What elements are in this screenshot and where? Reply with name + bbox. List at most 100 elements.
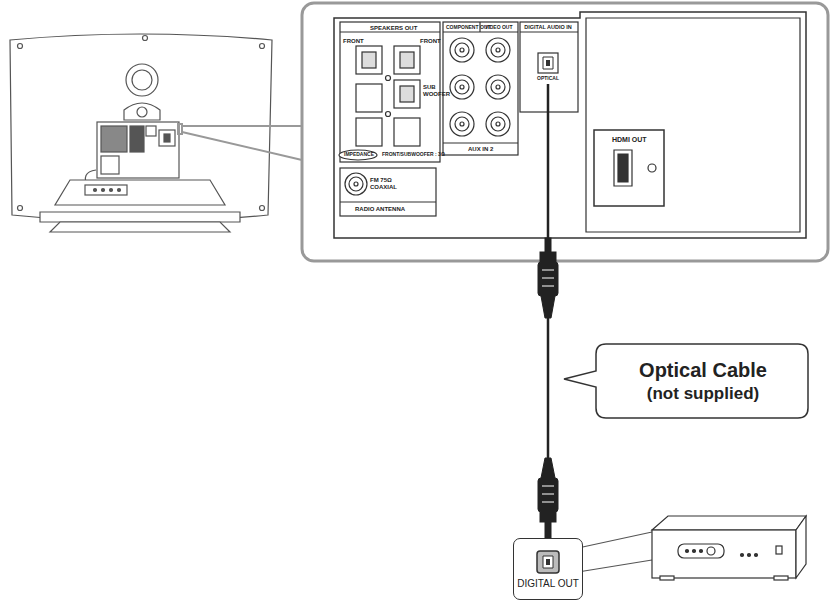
drawing-stroke xyxy=(578,560,652,572)
drawing-stroke xyxy=(40,212,240,222)
drawing-stroke xyxy=(542,486,554,487)
drawing-stroke xyxy=(542,286,554,287)
drawing-stroke xyxy=(586,18,800,232)
drawing-stroke xyxy=(546,60,550,66)
drawing-stroke xyxy=(354,182,358,186)
panel-label: SUB WOOFER xyxy=(423,84,439,97)
drawing-stroke xyxy=(260,206,265,211)
panel-label: VIDEO OUT xyxy=(485,25,513,31)
drawing-stroke xyxy=(491,117,505,131)
drawing-stroke xyxy=(486,75,510,99)
optical-input: DIGITAL AUDIO INOPTICAL xyxy=(520,22,576,81)
optical-output: DIGITAL OUT xyxy=(513,538,583,600)
drawing-stroke xyxy=(578,532,652,548)
drawing-stroke xyxy=(700,550,703,553)
drawing-stroke xyxy=(774,576,788,580)
drawing-stroke xyxy=(394,46,420,74)
drawing-stroke xyxy=(110,189,113,192)
drawing-stroke xyxy=(491,80,505,94)
drawing-stroke xyxy=(345,173,367,195)
zoom-frame xyxy=(302,3,828,261)
rear-panel xyxy=(334,12,806,238)
drawing-stroke xyxy=(542,502,554,503)
drawing-stroke xyxy=(545,238,551,252)
drawing-stroke xyxy=(538,262,558,296)
drawing-stroke xyxy=(400,52,414,68)
drawing-stroke xyxy=(340,201,436,202)
callout-heading: Optical Cable xyxy=(639,359,767,382)
drawing-stroke xyxy=(356,118,382,146)
drawing-stroke xyxy=(693,550,696,553)
drawing-stroke xyxy=(400,86,414,102)
drawing-stroke xyxy=(594,130,664,206)
antenna-jack xyxy=(345,173,367,195)
source-device xyxy=(578,516,806,580)
speaker-terminals xyxy=(339,46,420,160)
panel-label: FRONT/SUBWOOFER : 3Ω xyxy=(382,152,445,158)
drawing-stroke xyxy=(542,278,554,279)
drawing-stroke xyxy=(648,164,656,172)
drawing-stroke xyxy=(386,112,391,117)
optical-jack xyxy=(535,549,561,575)
drawing-stroke xyxy=(460,122,464,126)
drawing-stroke xyxy=(652,516,806,530)
drawing-stroke xyxy=(741,554,744,557)
hdmi-port xyxy=(614,150,656,186)
drawing-stroke xyxy=(124,103,160,120)
panel-label: COMPONENT OUT xyxy=(446,25,490,31)
drawing-stroke xyxy=(340,22,440,162)
drawing-stroke xyxy=(776,546,782,554)
rca-jacks xyxy=(450,38,510,136)
drawing-stroke xyxy=(707,547,715,555)
drawing-stroke xyxy=(394,118,420,146)
panel-label: FM 75Ω COAXIAL xyxy=(370,177,400,190)
port-label: HDMI OUT xyxy=(612,136,647,144)
panel-label: AUX IN 2 xyxy=(468,146,493,153)
drawing-stroke xyxy=(542,270,554,271)
drawing-stroke xyxy=(796,516,806,578)
drawing-stroke xyxy=(496,122,500,126)
drawing-stroke xyxy=(460,48,464,52)
drawing-stroke xyxy=(540,252,556,262)
drawing-stroke xyxy=(540,512,556,522)
drawing-stroke xyxy=(356,46,382,74)
optical-jack xyxy=(537,52,559,74)
drawing-stroke xyxy=(455,43,469,57)
drawing-stroke xyxy=(455,80,469,94)
drawing-stroke xyxy=(538,53,558,73)
drawing-stroke xyxy=(520,31,578,32)
drawing-stroke xyxy=(496,85,500,89)
drawing-stroke xyxy=(450,112,474,136)
drawing-stroke xyxy=(614,150,632,186)
drawing-stroke xyxy=(460,85,464,89)
drawing-stroke xyxy=(118,189,121,192)
drawing-stroke xyxy=(340,168,436,216)
drawing-stroke xyxy=(85,185,127,195)
drawing-stroke xyxy=(537,551,559,573)
drawing-stroke xyxy=(660,576,674,580)
panel-label: FRONT xyxy=(420,38,441,45)
drawing-stroke xyxy=(97,122,179,178)
drawing-stroke xyxy=(546,559,550,565)
drawing-stroke xyxy=(182,125,302,127)
callout-note: (not supplied) xyxy=(647,384,759,404)
drawing-stroke xyxy=(652,530,796,578)
drawing-stroke xyxy=(260,44,265,49)
drawing-stroke xyxy=(755,554,758,557)
panel-label: RADIO ANTENNA xyxy=(355,206,405,213)
drawing-stroke xyxy=(178,124,182,134)
port-label: DIGITAL OUT xyxy=(517,578,579,589)
drawing-stroke xyxy=(137,107,147,117)
drawing-stroke xyxy=(94,189,97,192)
drawing-stroke xyxy=(486,112,510,136)
drawing-stroke xyxy=(18,44,23,49)
drawing-stroke xyxy=(455,117,469,131)
drawing-stroke xyxy=(334,12,806,238)
port-heading: DIGITAL AUDIO IN xyxy=(524,22,572,30)
drawing-stroke xyxy=(143,36,148,41)
drawing-stroke xyxy=(748,554,751,557)
drawing-stroke xyxy=(394,80,420,108)
panel-label: IMPEDANCE xyxy=(344,152,374,158)
drawing-stroke xyxy=(491,43,505,57)
